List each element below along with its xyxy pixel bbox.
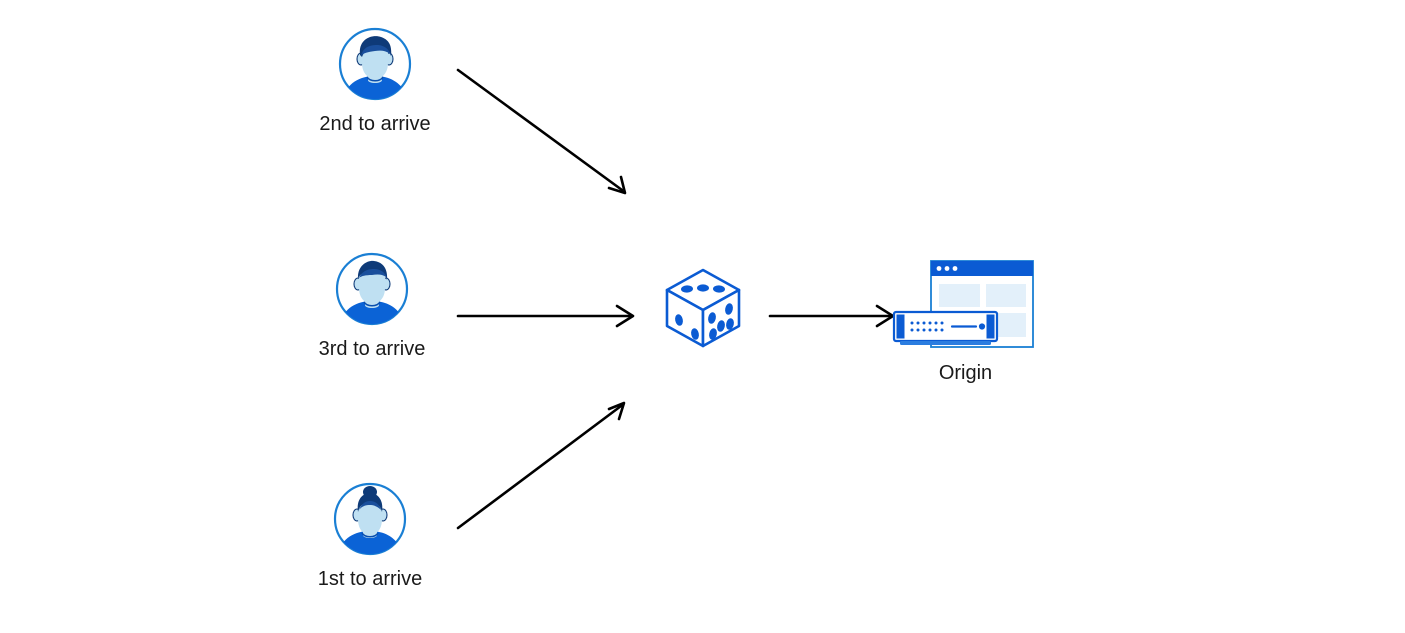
node-label-user-third: 3rd to arrive [318,338,426,360]
node-user-third[interactable]: 3rd to arrive [294,251,450,361]
user-avatar-icon [334,251,410,327]
node-user-second[interactable]: 2nd to arrive [297,26,453,136]
arrow-user-top-to-dice [456,68,627,195]
node-origin[interactable]: Origin [888,255,1043,385]
arrow-user-bottom-to-dice [456,401,626,530]
origin-server-icon [888,255,1043,355]
node-user-first[interactable]: 1st to arrive [292,481,448,591]
node-label-user-first: 1st to arrive [317,568,423,590]
dice-icon [657,262,749,354]
arrow-user-mid-to-dice [456,304,635,328]
node-dice[interactable] [655,262,751,354]
node-label-origin: Origin [938,362,993,384]
server-device-shape [892,310,999,345]
arrow-dice-to-origin [768,304,895,328]
node-label-user-second: 2nd to arrive [319,113,431,135]
user-avatar-icon [337,26,413,102]
user-avatar-icon [332,481,408,557]
